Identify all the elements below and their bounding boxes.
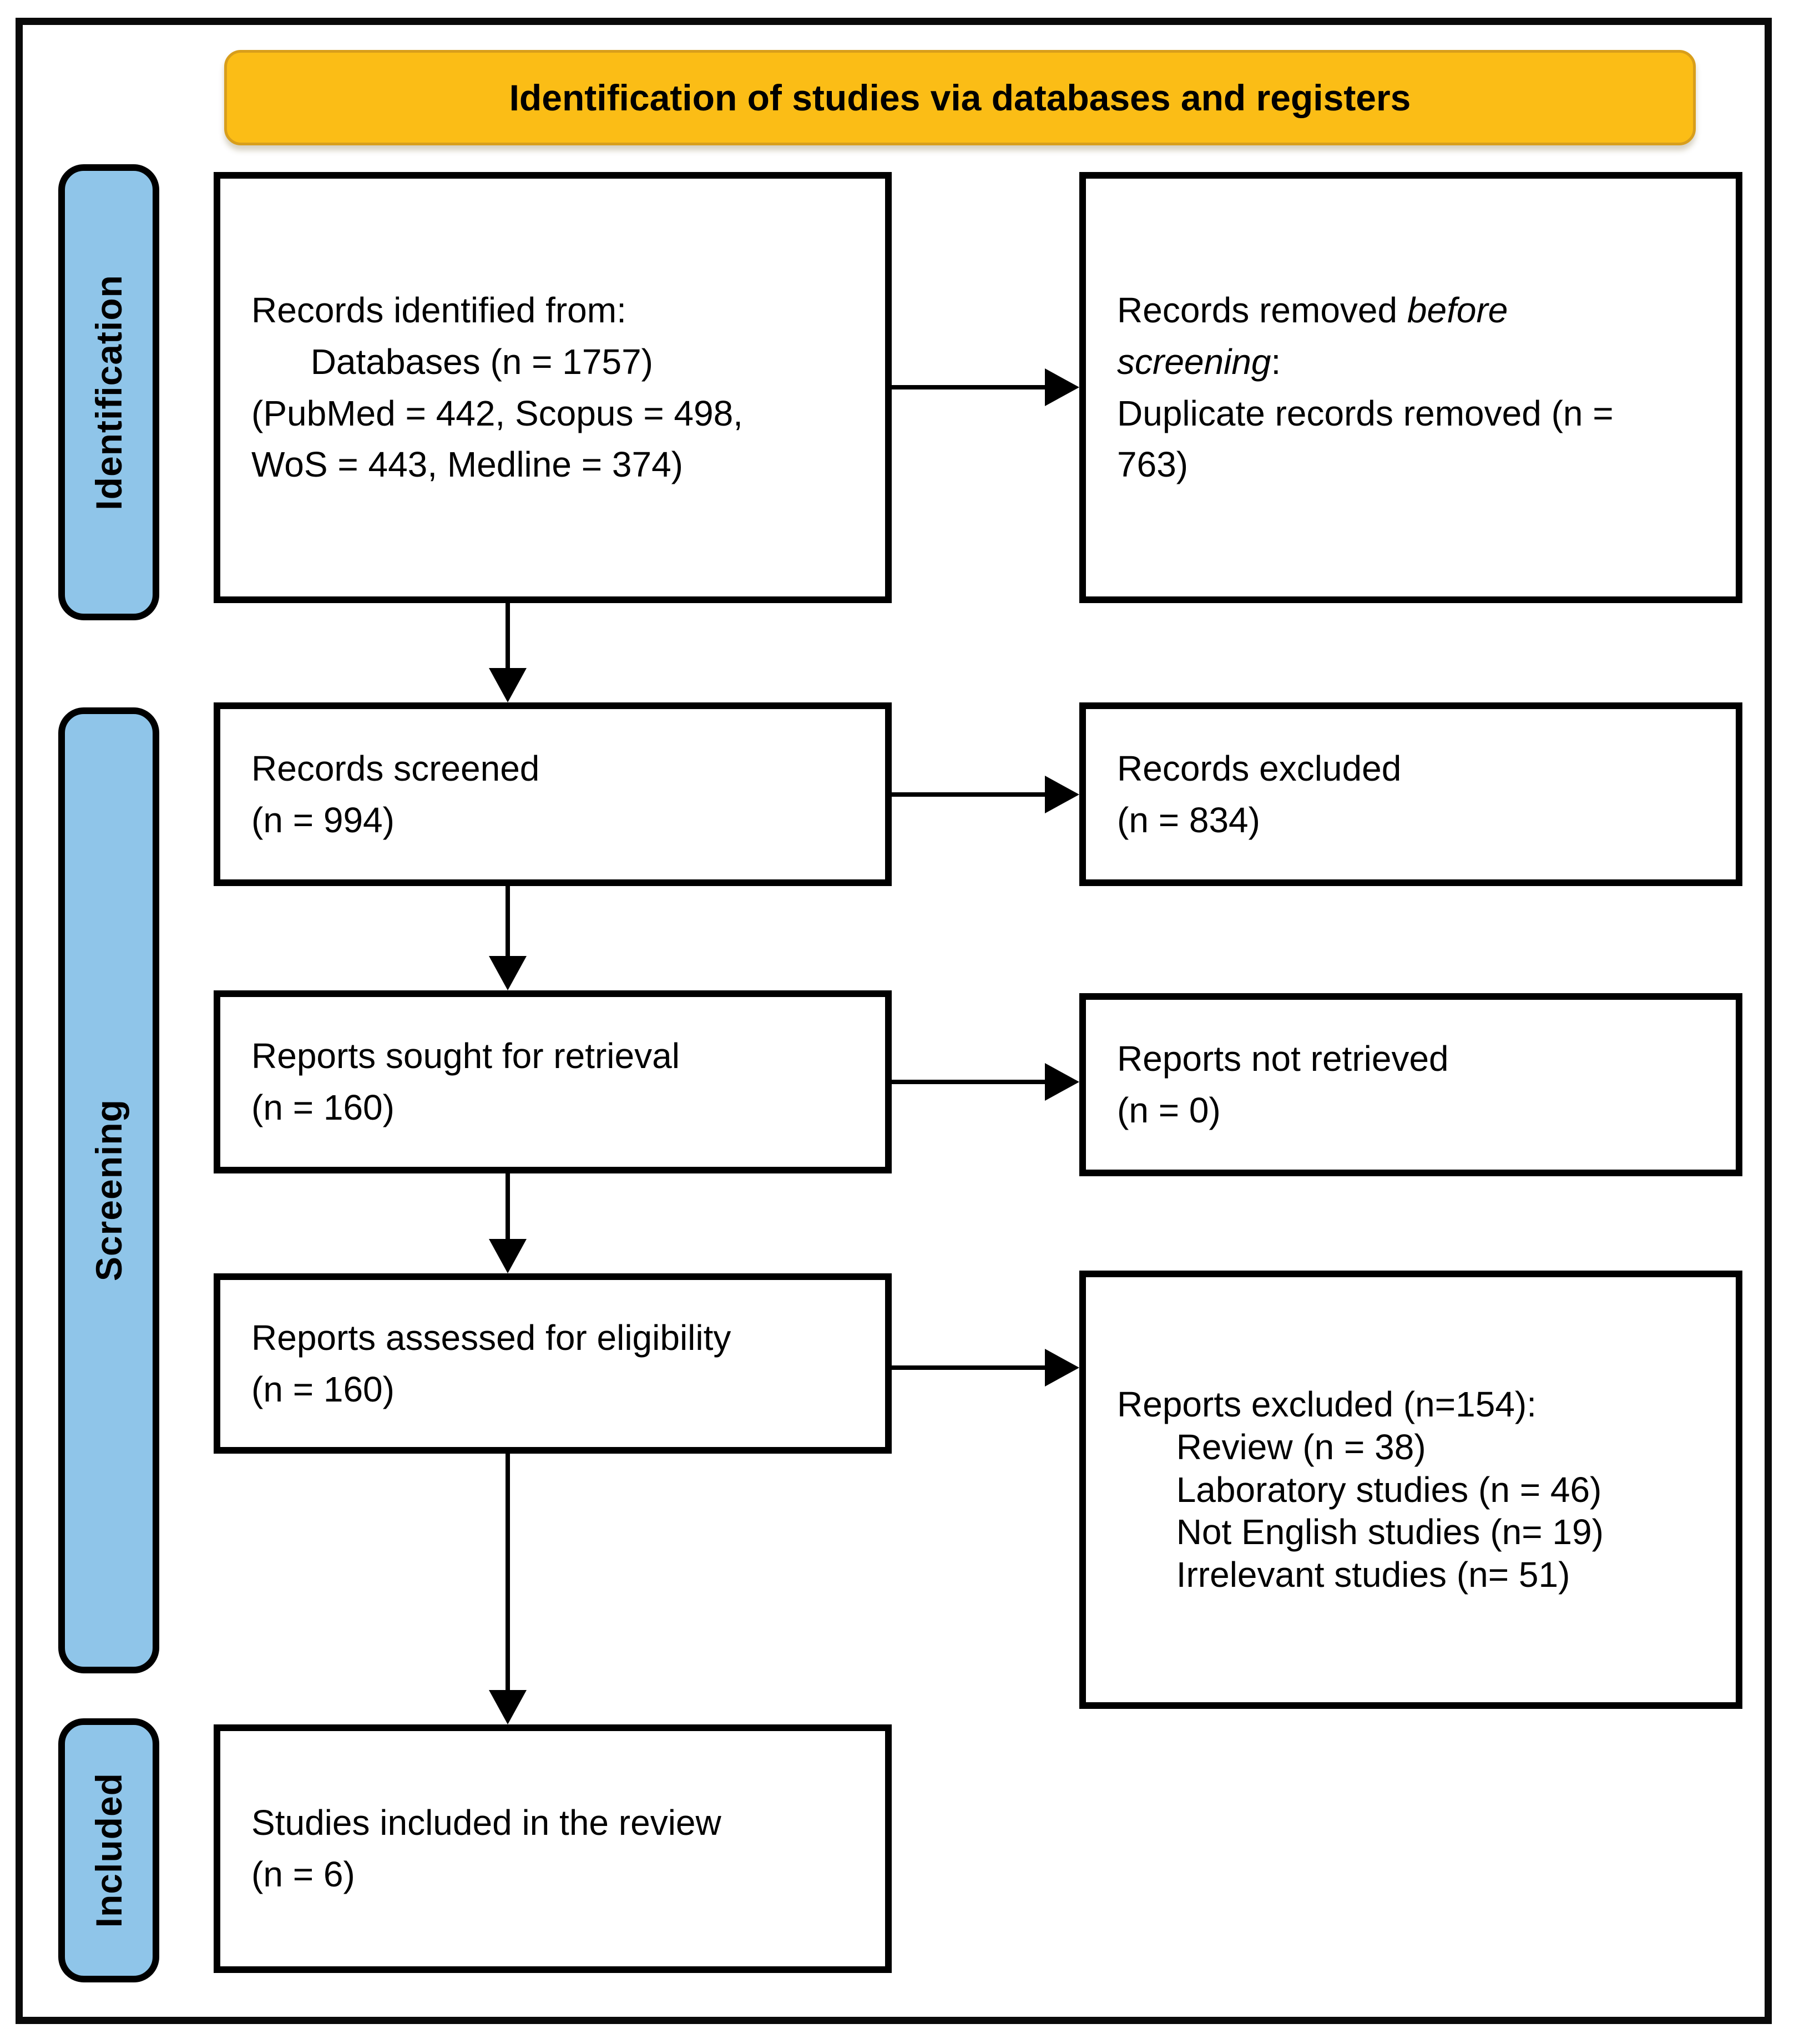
records-removed-prefix: Records removed <box>1117 290 1407 330</box>
arrow-sought-to-assessed <box>506 1173 510 1239</box>
box-records-identified: Records identified from: Databases (n = … <box>214 172 892 603</box>
box-reports-assessed: Reports assessed for eligibility (n = 16… <box>214 1273 892 1454</box>
box-reports-excluded: Reports excluded (n=154): Review (n = 38… <box>1079 1271 1742 1709</box>
box-reports-excluded-text: Reports excluded (n=154): Review (n = 38… <box>1117 1384 1604 1595</box>
stage-label-included-text: Included <box>88 1773 129 1928</box>
diagram-title: Identification of studies via databases … <box>509 77 1411 118</box>
arrow-assessed-to-reports-excluded <box>892 1365 1045 1370</box>
arrow-sought-to-assessed-head <box>489 1239 527 1273</box>
box-reports-assessed-text: Reports assessed for eligibility (n = 16… <box>251 1317 731 1409</box>
box-records-removed: Records removed before screening: Duplic… <box>1079 172 1742 603</box>
arrow-screened-to-sought-head <box>489 956 527 990</box>
records-removed-italic: before screening <box>1117 290 1508 382</box>
arrow-sought-to-not-retrieved <box>892 1080 1045 1084</box>
box-records-identified-text: Records identified from: Databases (n = … <box>251 290 743 485</box>
stage-label-included: Included <box>58 1718 159 1982</box>
box-reports-not-retrieved: Reports not retrieved (n = 0) <box>1079 993 1742 1176</box>
box-records-screened: Records screened (n = 994) <box>214 702 892 886</box>
box-records-excluded-text: Records excluded (n = 834) <box>1117 748 1402 840</box>
arrow-screened-to-sought <box>506 886 510 956</box>
arrow-assessed-to-included <box>506 1454 510 1690</box>
box-records-removed-text: Records removed before screening: Duplic… <box>1086 285 1629 490</box>
arrow-assessed-to-included-head <box>489 1690 527 1724</box>
box-records-excluded: Records excluded (n = 834) <box>1079 702 1742 886</box>
arrow-identified-to-screened <box>506 603 510 668</box>
stage-label-identification: Identification <box>58 164 159 620</box>
box-studies-included-text: Studies included in the review (n = 6) <box>251 1803 721 1894</box>
box-reports-sought-text: Reports sought for retrieval (n = 160) <box>251 1036 680 1127</box>
arrow-assessed-to-reports-excluded-head <box>1045 1349 1079 1387</box>
box-studies-included: Studies included in the review (n = 6) <box>214 1724 892 1973</box>
stage-label-identification-text: Identification <box>88 274 129 510</box>
arrow-sought-to-not-retrieved-head <box>1045 1063 1079 1101</box>
stage-label-screening-text: Screening <box>88 1099 129 1282</box>
arrow-screened-to-excluded <box>892 792 1045 797</box>
box-records-screened-text: Records screened (n = 994) <box>251 748 540 840</box>
arrow-identified-to-screened-head <box>489 668 527 702</box>
stage-label-screening: Screening <box>58 707 159 1673</box>
box-reports-not-retrieved-text: Reports not retrieved (n = 0) <box>1117 1039 1449 1130</box>
box-reports-sought: Reports sought for retrieval (n = 160) <box>214 990 892 1173</box>
arrow-screened-to-excluded-head <box>1045 776 1079 813</box>
arrow-identified-to-removed <box>892 385 1045 389</box>
records-removed-detail: Duplicate records removed (n = 763) <box>1117 393 1614 485</box>
arrow-identified-to-removed-head <box>1045 368 1079 406</box>
title-banner: Identification of studies via databases … <box>224 50 1696 145</box>
records-removed-suffix: : <box>1271 341 1281 382</box>
